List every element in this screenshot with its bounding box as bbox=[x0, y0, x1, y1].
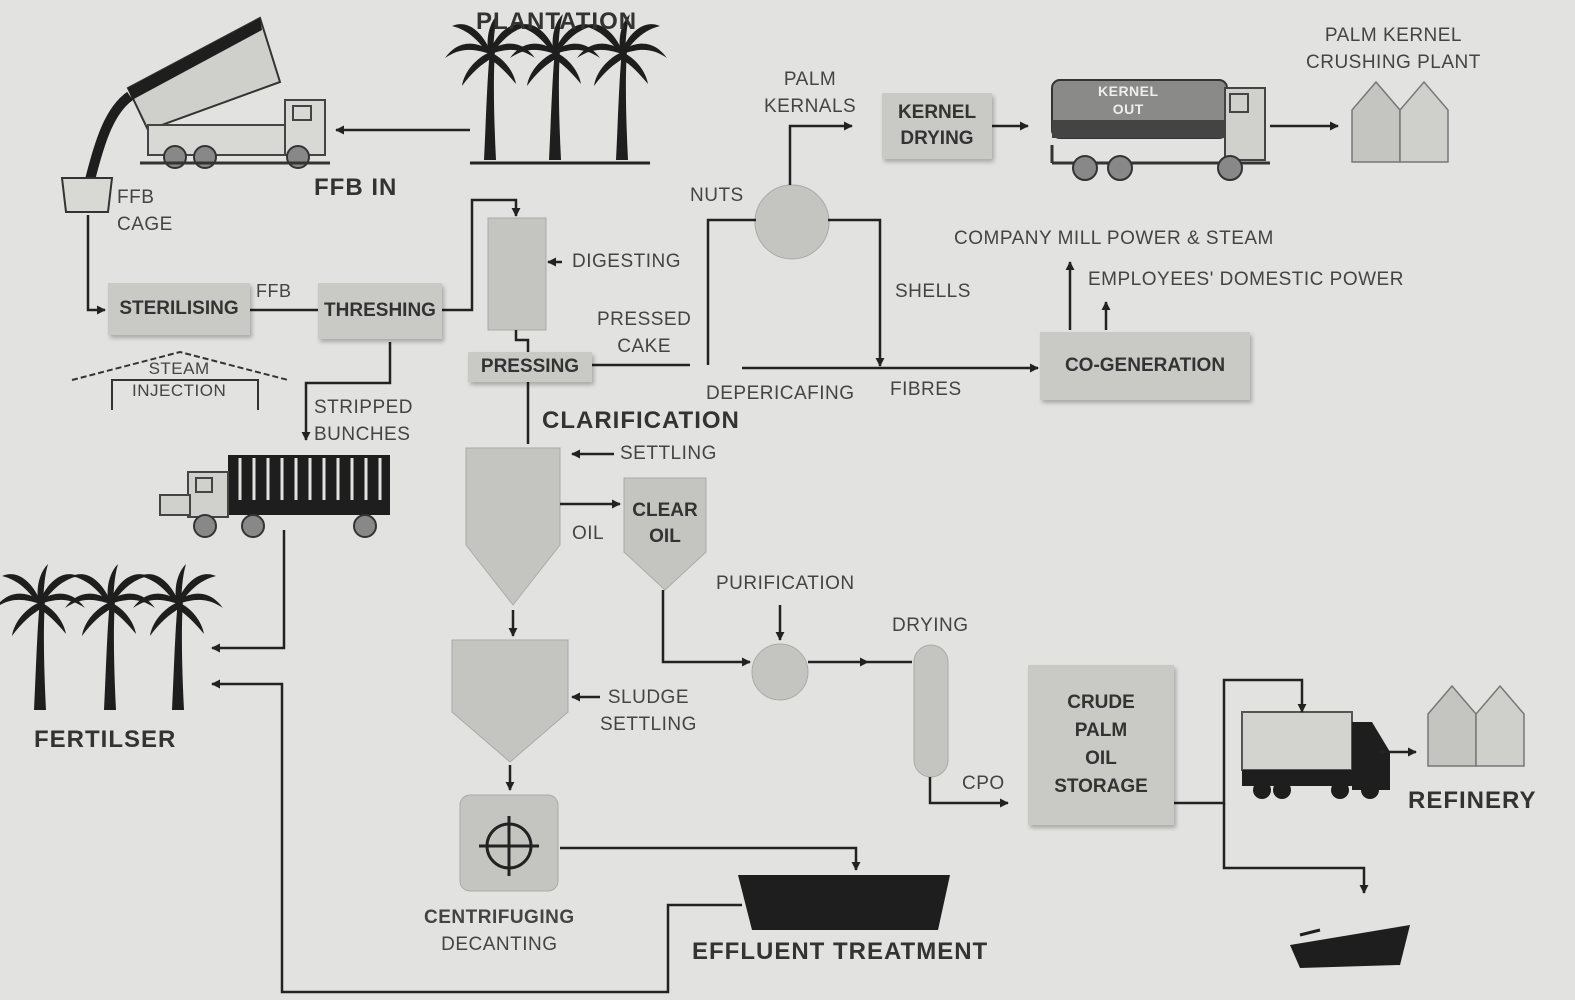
nuts-label: NUTS bbox=[690, 185, 744, 206]
clear-oil-line-2: OIL bbox=[649, 526, 681, 547]
tanker-sign-line-1: KERNEL bbox=[1098, 83, 1159, 99]
centrifuging-line-1: CENTRIFUGING bbox=[424, 907, 575, 928]
pressed-cake-label: PRESSED CAKE bbox=[597, 306, 691, 360]
ship-icon bbox=[1290, 925, 1410, 968]
shells-label: SHELLS bbox=[895, 281, 971, 302]
oil-label: OIL bbox=[572, 523, 605, 544]
stripped-bunches-label: STRIPPED BUNCHES bbox=[314, 394, 413, 448]
crushing-plant-line-2: CRUSHING PLANT bbox=[1306, 52, 1481, 73]
storage-line-3: OIL bbox=[1085, 748, 1117, 769]
settling-label: SETTLING bbox=[620, 443, 717, 464]
tanker-truck-icon bbox=[1050, 79, 1270, 181]
kernel-drying-box: KERNEL DRYING bbox=[882, 93, 992, 159]
centrifuging-line-2: DECANTING bbox=[441, 934, 558, 955]
sterilising-label: STERILISING bbox=[119, 298, 239, 319]
storage-line-2: PALM bbox=[1074, 720, 1128, 741]
purification-label: PURIFICATION bbox=[716, 573, 855, 594]
palm-tree-icon bbox=[445, 14, 535, 160]
palm-kernels-line-1: PALM bbox=[783, 69, 837, 90]
clear-oil-box: CLEAR OIL bbox=[626, 494, 704, 554]
depericarping-label: DEPERICAFING bbox=[706, 383, 855, 404]
crushing-plant-line-1: PALM KERNEL bbox=[1324, 25, 1462, 46]
steam-injection-line-1: STEAM bbox=[148, 359, 210, 378]
palm-kernels-label: PALM KERNALS bbox=[764, 66, 856, 120]
pressing-label: PRESSING bbox=[480, 356, 580, 377]
employees-power-label: EMPLOYEES' DOMESTIC POWER bbox=[1088, 269, 1404, 290]
fertiliser-label: FERTILSER bbox=[34, 726, 177, 753]
pressed-cake-line-1: PRESSED bbox=[597, 309, 692, 330]
effluent-pond-icon bbox=[738, 875, 950, 930]
refinery-label: REFINERY bbox=[1408, 787, 1537, 814]
steam-injection-label: STEAM INJECTION bbox=[132, 358, 226, 402]
ffb-cage-line-1: FFB bbox=[117, 187, 155, 208]
ffb-cage-line-2: CAGE bbox=[117, 214, 173, 235]
sterilising-box: STERILISING bbox=[108, 283, 250, 335]
palm-tree-icon bbox=[0, 564, 85, 710]
plantation-palm-trees bbox=[445, 14, 667, 160]
storage-line-4: STORAGE bbox=[1054, 776, 1148, 797]
storage-line-1: CRUDE bbox=[1067, 692, 1135, 713]
pressed-cake-line-2: CAKE bbox=[617, 336, 672, 357]
co-generation-box: CO-GENERATION bbox=[1040, 332, 1250, 400]
ffb-cage-label: FFB CAGE bbox=[117, 184, 173, 238]
pressing-box: PRESSING bbox=[468, 352, 592, 382]
clarification-label: CLARIFICATION bbox=[542, 407, 740, 434]
palm-kernels-line-2: KERNALS bbox=[764, 96, 857, 117]
ffb-in-label: FFB IN bbox=[314, 174, 398, 201]
plantation-label: PLANTATION bbox=[476, 8, 638, 35]
ffb-label: FFB bbox=[256, 281, 292, 301]
fibres-label: FIBRES bbox=[890, 379, 962, 400]
sludge-settling-label: SLUDGE SETTLING bbox=[600, 684, 697, 738]
kernel-drying-line-1: KERNEL bbox=[897, 102, 977, 123]
cpo-label: CPO bbox=[962, 773, 1005, 794]
drying-label: DRYING bbox=[892, 615, 969, 636]
crushing-plant-label: PALM KERNEL CRUSHING PLANT bbox=[1306, 22, 1481, 76]
palm-tree-icon bbox=[65, 564, 155, 710]
dump-truck-icon bbox=[60, 16, 330, 213]
factory-icon bbox=[1351, 81, 1449, 163]
threshing-label: THRESHING bbox=[324, 300, 436, 321]
palm-tree-icon bbox=[510, 14, 600, 160]
digesting-label: DIGESTING bbox=[572, 251, 682, 272]
lorry-icon bbox=[159, 455, 390, 538]
stripped-bunches-line-2: BUNCHES bbox=[314, 424, 411, 445]
lorry-icon bbox=[1241, 711, 1390, 799]
co-generation-label: CO-GENERATION bbox=[1064, 355, 1226, 376]
effluent-treatment-label: EFFLUENT TREATMENT bbox=[692, 938, 989, 965]
tanker-sign: KERNEL OUT bbox=[1098, 82, 1159, 118]
stripped-bunches-line-1: STRIPPED bbox=[314, 397, 414, 418]
company-power-label: COMPANY MILL POWER & STEAM bbox=[954, 228, 1274, 249]
crude-palm-oil-storage-box: CRUDE PALM OIL STORAGE bbox=[1028, 665, 1174, 825]
kernel-drying-line-2: DRYING bbox=[900, 128, 974, 149]
factory-icon bbox=[1427, 685, 1525, 767]
fertiliser-palm-trees bbox=[0, 564, 223, 710]
sludge-settling-line-2: SETTLING bbox=[600, 714, 697, 735]
palm-tree-icon bbox=[133, 564, 223, 710]
threshing-box: THRESHING bbox=[318, 283, 442, 339]
tanker-sign-line-2: OUT bbox=[1112, 101, 1144, 117]
centrifuging-label: CENTRIFUGING DECANTING bbox=[424, 904, 575, 958]
sludge-settling-line-1: SLUDGE bbox=[607, 687, 690, 708]
steam-injection-shelter bbox=[71, 350, 289, 410]
palm-tree-icon bbox=[577, 14, 667, 160]
clear-oil-line-1: CLEAR bbox=[632, 500, 698, 521]
steam-injection-line-2: INJECTION bbox=[132, 381, 227, 400]
process-vessels bbox=[451, 184, 950, 930]
